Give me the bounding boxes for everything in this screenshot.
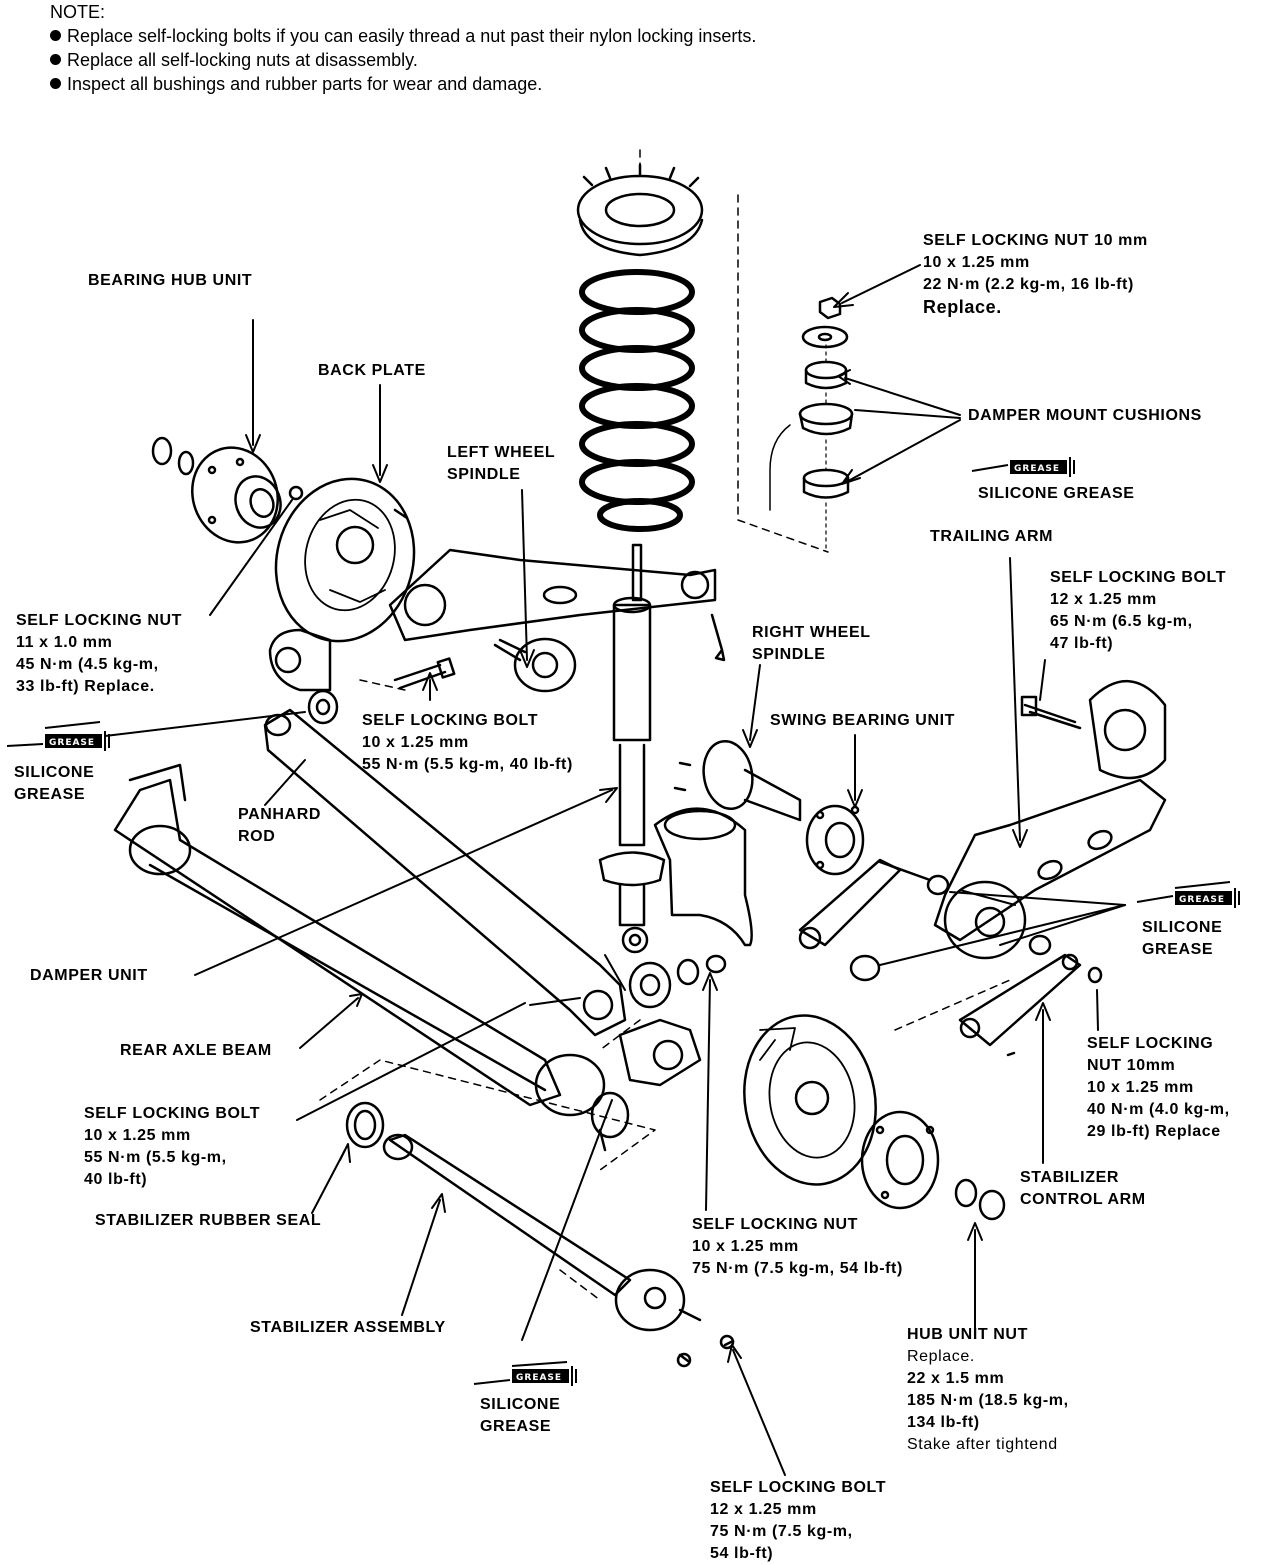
label-silicone-grease-bottom: SILICONE GREASE xyxy=(480,1396,561,1435)
damper-mount-stack xyxy=(769,296,854,551)
spring-seat xyxy=(576,163,704,257)
label-bearing-hub-unit: BEARING HUB UNIT xyxy=(88,272,253,289)
label-stabilizer-assembly: STABILIZER ASSEMBLY xyxy=(250,1319,446,1336)
label-self-locking-nut-10mm-low: SELF LOCKING NUT 10 x 1.25 mm 75 N·m (7.… xyxy=(692,1216,903,1277)
panhard-rod xyxy=(263,689,627,1037)
note-item: Replace all self-locking nuts at disasse… xyxy=(50,48,756,72)
bump-cover xyxy=(653,807,753,947)
grease-tube-icon: GREASE xyxy=(1136,881,1240,908)
note-item: Replace self-locking bolts if you can ea… xyxy=(50,24,756,48)
rear-axle-beam xyxy=(113,763,630,1152)
swing-bearing-unit xyxy=(805,804,865,876)
svg-text:GREASE: GREASE xyxy=(49,738,95,748)
coil-spring xyxy=(579,269,695,532)
label-trailing-arm: TRAILING ARM xyxy=(930,528,1054,545)
label-back-plate: BACK PLATE xyxy=(318,362,426,379)
bullet-icon xyxy=(50,30,61,41)
note-item: Inspect all bushings and rubber parts fo… xyxy=(50,72,756,96)
label-self-locking-nut-11mm: SELF LOCKING NUT 11 x 1.0 mm 45 N·m (4.5… xyxy=(16,612,183,695)
label-stabilizer-control-arm: STABILIZER CONTROL ARM xyxy=(1020,1169,1146,1208)
alignment-lines xyxy=(319,149,1011,1301)
center-bushings xyxy=(618,954,727,1087)
label-damper-mount-cushions: DAMPER MOUNT CUSHIONS xyxy=(968,407,1202,424)
label-silicone-grease-right: SILICONE GREASE xyxy=(1142,919,1223,958)
label-right-wheel-spindle: RIGHT WHEEL SPINDLE xyxy=(752,624,871,663)
back-plate-right xyxy=(743,1014,877,1186)
label-stabilizer-rubber-seal: STABILIZER RUBBER SEAL xyxy=(95,1212,322,1229)
stabilizer-assembly xyxy=(345,1101,735,1368)
label-left-wheel-spindle: LEFT WHEEL SPINDLE xyxy=(447,444,556,483)
label-self-locking-bolt-10mm-low: SELF LOCKING BOLT 10 x 1.25 mm 55 N·m (5… xyxy=(84,1105,261,1188)
svg-text:GREASE: GREASE xyxy=(1179,895,1225,905)
right-wheel-spindle xyxy=(673,740,802,822)
grease-tube-icon: GREASE xyxy=(6,721,110,751)
note-block: NOTE: Replace self-locking bolts if you … xyxy=(50,0,756,96)
label-silicone-grease-left: SILICONE GREASE xyxy=(14,764,95,803)
svg-text:GREASE: GREASE xyxy=(516,1373,562,1383)
grease-tube-icon: GREASE xyxy=(473,1361,577,1386)
leader-lines xyxy=(104,264,1126,1476)
bolts-left xyxy=(393,613,726,690)
stabilizer-control-arm xyxy=(798,858,1103,1057)
label-swing-bearing-unit: SWING BEARING UNIT xyxy=(770,712,956,729)
damper-unit xyxy=(598,543,666,954)
label-damper-unit: DAMPER UNIT xyxy=(30,967,148,984)
right-trailing-arm xyxy=(933,679,1167,960)
label-self-locking-bolt-12mm-bottom: SELF LOCKING BOLT 12 x 1.25 mm 75 N·m (7… xyxy=(710,1479,887,1562)
back-plate-left xyxy=(274,477,416,643)
label-silicone-grease-top-right: SILICONE GREASE xyxy=(978,485,1135,502)
left-trailing-arm xyxy=(268,548,717,692)
note-title: NOTE: xyxy=(50,2,106,22)
bearing-hub-unit-left xyxy=(151,436,304,544)
label-self-locking-bolt-10mm-mid: SELF LOCKING BOLT 10 x 1.25 mm 55 N·m (5… xyxy=(362,712,573,773)
label-rear-axle-beam: REAR AXLE BEAM xyxy=(120,1042,272,1059)
left-wheel-spindle xyxy=(493,637,577,693)
bullet-icon xyxy=(50,54,61,65)
label-self-locking-bolt-12mm-right: SELF LOCKING BOLT 12 x 1.25 mm 65 N·m (6… xyxy=(1050,569,1227,652)
label-self-locking-nut-10mm-top: SELF LOCKING NUT 10 mm 10 x 1.25 mm 22 N… xyxy=(923,232,1148,317)
bullet-icon xyxy=(50,78,61,89)
label-hub-unit-nut: HUB UNIT NUT Replace. 22 x 1.5 mm 185 N·… xyxy=(907,1326,1069,1453)
label-panhard-rod: PANHARD ROD xyxy=(238,806,322,845)
svg-text:GREASE: GREASE xyxy=(1014,464,1060,474)
grease-tube-icon: GREASE xyxy=(971,457,1075,477)
bearing-hub-unit-right xyxy=(860,1110,1006,1221)
label-self-locking-nut-10mm-right: SELF LOCKING NUT 10mm 10 x 1.25 mm 40 N·… xyxy=(1087,1035,1230,1140)
